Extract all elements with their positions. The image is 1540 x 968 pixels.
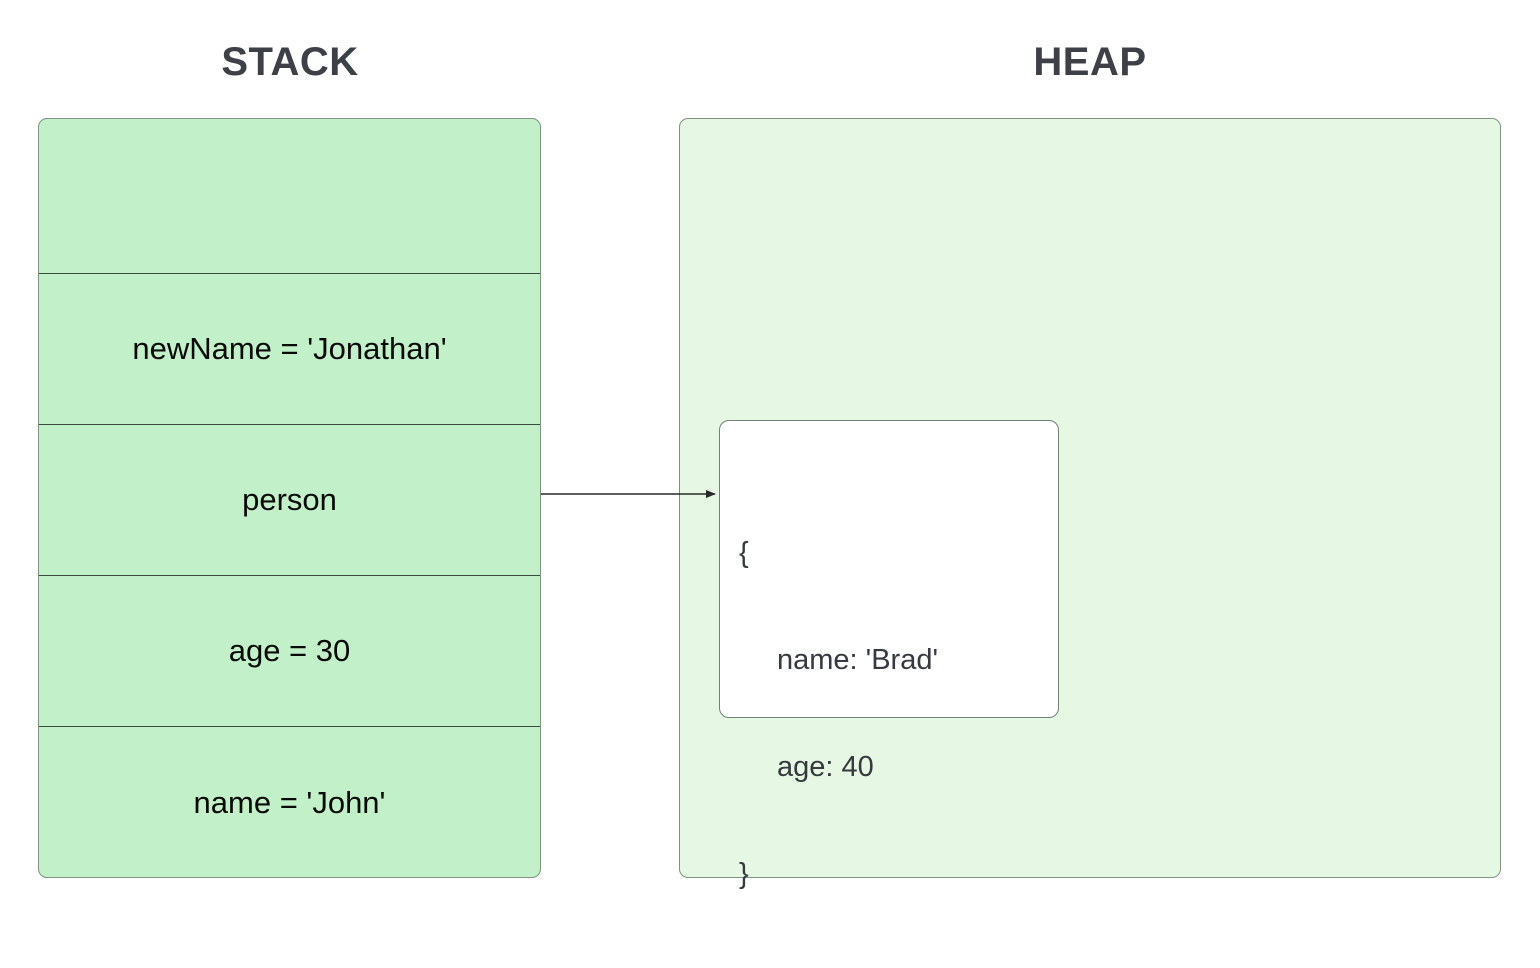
- stack-cell-age: age = 30: [39, 575, 540, 726]
- heap-object-box: { name: 'Brad' age: 40 }: [719, 420, 1059, 889]
- stack-cell-newname: newName = 'Jonathan': [39, 273, 540, 424]
- stack-title: STACK: [221, 40, 359, 84]
- heap-object-line-age: age: 40: [777, 751, 874, 783]
- stack-panel: newName = 'Jonathan' person age = 30 nam…: [38, 118, 541, 878]
- heap-object-text: { name: 'Brad' age: 40 }: [739, 481, 938, 967]
- heap-object-line-name: name: 'Brad': [777, 644, 938, 676]
- heap-title: HEAP: [1033, 40, 1147, 84]
- stack-cell-name: name = 'John': [39, 726, 540, 877]
- stack-cell-empty: [39, 119, 540, 273]
- heap-object-line-open-brace: {: [739, 537, 749, 569]
- heap-object-line-close-brace: }: [739, 858, 749, 890]
- diagram-canvas: STACK HEAP newName = 'Jonathan' person a…: [38, 40, 1501, 889]
- stack-cell-person: person: [39, 424, 540, 575]
